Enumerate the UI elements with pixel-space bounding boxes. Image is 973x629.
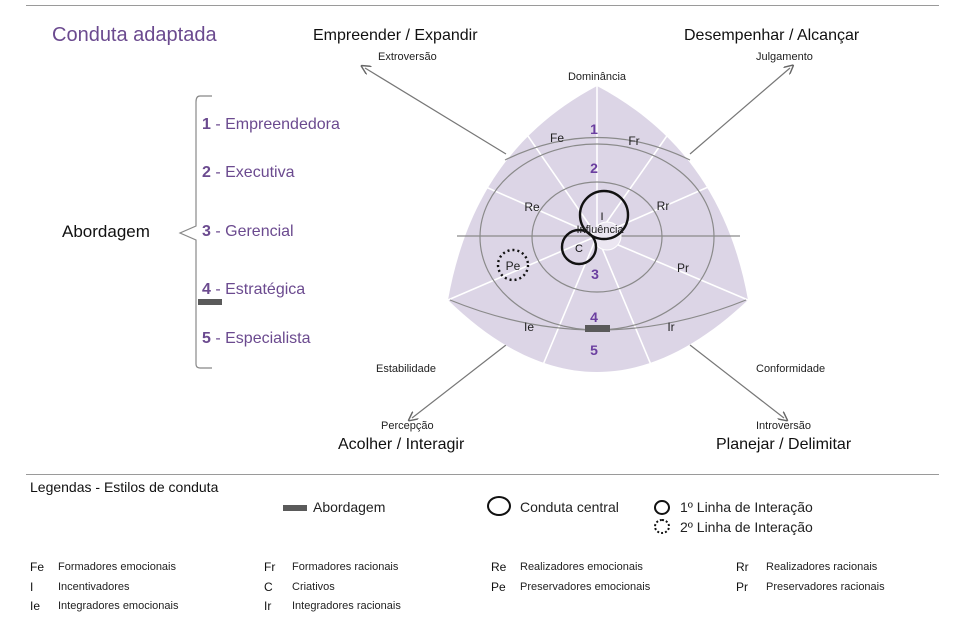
sector-pe: Pe [506,259,521,273]
page-title: Conduta adaptada [52,24,217,46]
corner-top-left-sub: Extroversão [378,51,437,63]
sector-dividers [447,86,749,373]
axis-estabilidade: Estabilidade [376,363,436,375]
sector-ir: Ir [667,320,674,334]
abbr-desc: Preservadores racionais [766,581,885,593]
level-3: 3 [591,266,599,282]
arrow-top-left [365,68,507,155]
legend-line1-circle-icon [654,500,670,515]
approach-item-4: 4 - Estratégica [202,281,306,298]
abbr-code: Fr [264,560,276,574]
legend-abordagem: Abordagem [313,499,386,515]
abbr-desc: Integradores emocionais [58,600,179,612]
top-divider [26,5,939,6]
marker-i: I [600,211,603,223]
sector-fe: Fe [550,131,564,145]
axis-conformidade: Conformidade [756,363,826,375]
second-interaction-circle [496,248,530,282]
sector-fr: Fr [628,134,639,148]
abbr-code: Rr [736,560,749,574]
approach-item-3: 3 - Gerencial [202,223,294,240]
legend-abordagem-bar [283,505,307,511]
legend-title: Legendas - Estilos de conduta [30,479,219,495]
marker-c: C [575,243,583,255]
abbr-code: Re [491,560,507,574]
abbr-desc: Formadores emocionais [58,561,176,573]
corner-top-left-title: Empreender / Expandir [313,27,478,44]
abbr-desc: Realizadores emocionais [520,561,643,573]
level-2: 2 [590,160,598,176]
arrow-bottom-right [689,344,784,418]
legend-central: Conduta central [520,499,619,515]
abbr-desc: Formadores racionais [292,561,399,573]
sector-rr: Rr [657,199,670,213]
legend-divider [26,474,939,475]
legend-line2-circle-icon [654,519,670,534]
approach-item-4-bar [198,299,222,305]
axis-dominancia: Dominância [568,71,627,83]
approach-brace [178,95,212,369]
level-1: 1 [590,121,598,137]
approach-label: Abordagem [62,222,150,241]
abbr-code: Fe [30,560,45,574]
level-4: 4 [590,309,598,325]
corner-bottom-left-title: Acolher / Interagir [338,436,465,453]
arrow-bottom-left [412,344,507,418]
abbr-code: Ir [264,599,272,613]
sector-ie: Ie [524,320,534,334]
arrow-top-right [689,68,790,155]
abbr-code: C [264,580,273,594]
abbr-desc: Preservadores emocionais [520,581,651,593]
abbr-desc: Integradores racionais [292,600,401,612]
center-influencia: Influência [576,224,624,236]
corner-top-right-sub: Julgamento [756,51,813,63]
corner-top-right-title: Desempenhar / Alcançar [684,27,860,44]
level-4-approach-bar [585,325,610,332]
conduct-diagram: Dominância Influência 1 2 3 4 5 Fe Fr Re… [0,0,973,470]
approach-item-5: 5 - Especialista [202,330,311,347]
legend-line1: 1º Linha de Interação [680,499,813,515]
sector-pr: Pr [677,261,689,275]
abbr-desc: Criativos [292,581,335,593]
abbr-desc: Incentivadores [58,581,130,593]
conduct-central-circle [578,189,630,241]
corner-bottom-left-sub: Percepção [381,420,434,432]
approach-item-1: 1 - Empreendedora [202,116,340,133]
abbr-code: Pr [736,580,748,594]
abbr-code: Pe [491,580,506,594]
legend-line2: 2º Linha de Interação [680,519,813,535]
corner-bottom-right-title: Planejar / Delimitar [716,436,852,453]
level-5: 5 [590,342,598,358]
abbr-code: I [30,580,34,594]
first-interaction-circle [560,228,598,266]
abbr-code: Ie [30,599,41,613]
abbr-desc: Realizadores racionais [766,561,878,573]
sector-re: Re [524,200,540,214]
corner-bottom-right-sub: Introversão [756,420,812,432]
approach-item-2: 2 - Executiva [202,164,295,181]
legend-central-circle-icon [487,496,511,516]
